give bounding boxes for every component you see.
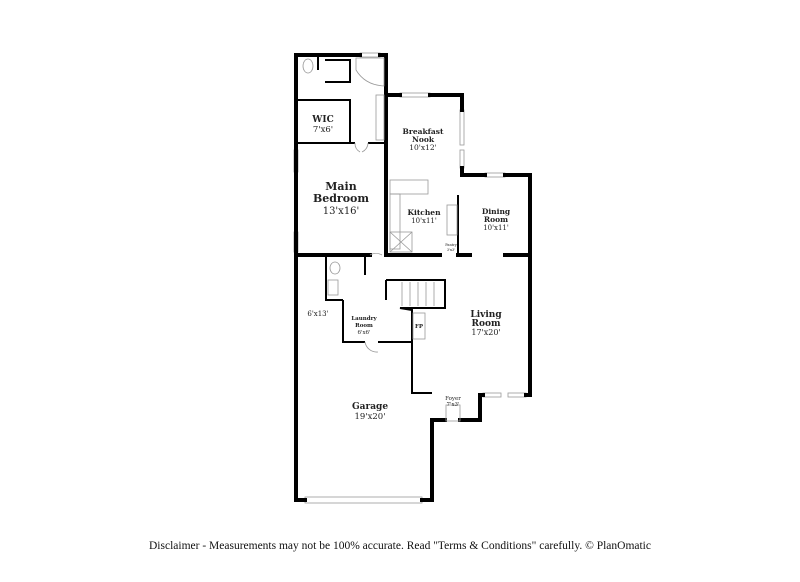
foyer-size: 7'x3' bbox=[446, 402, 459, 408]
vanity bbox=[375, 94, 385, 141]
fireplace-label: FP bbox=[415, 324, 423, 330]
main-bedroom-size: 13'x16' bbox=[323, 206, 360, 217]
main-bedroom-label-2: Bedroom bbox=[313, 192, 369, 205]
pantry-size: 3'x3' bbox=[447, 248, 455, 252]
dining-room-label: Dining bbox=[482, 207, 511, 216]
disclaimer-text: Disclaimer - Measurements may not be 100… bbox=[149, 540, 651, 552]
walls bbox=[294, 53, 532, 502]
breakfast-nook-label-2: Nook bbox=[412, 135, 435, 144]
foyer-door bbox=[445, 404, 461, 422]
kitchen-size: 10'x11' bbox=[411, 217, 437, 225]
breakfast-nook-label: Breakfast bbox=[403, 127, 444, 136]
living-room-label-2: Room bbox=[471, 319, 500, 329]
bathtub bbox=[355, 57, 385, 87]
laundry-room-size: 6'x6' bbox=[357, 330, 370, 336]
kitchen-counter bbox=[389, 179, 429, 195]
dining-room-label-2: Room bbox=[484, 215, 508, 224]
fixtures bbox=[302, 57, 461, 422]
stairs bbox=[401, 282, 435, 306]
pantry-label: Pantry bbox=[445, 243, 457, 247]
foyer-label: Foyer bbox=[445, 396, 461, 402]
living-room-label: Living bbox=[470, 310, 502, 320]
main-bedroom-label: Main bbox=[325, 180, 356, 193]
laundry-room-label: Laundry bbox=[351, 316, 377, 322]
fireplace bbox=[412, 312, 426, 340]
garage-label: Garage bbox=[352, 402, 388, 412]
laundry-room-label-2: Room bbox=[355, 323, 373, 329]
wic-label: WIC bbox=[311, 115, 333, 125]
dining-room-size: 10'x11' bbox=[483, 224, 509, 232]
living-room-size: 17'x20' bbox=[471, 328, 500, 337]
toilet bbox=[302, 58, 314, 74]
side-room-size: 6'x13' bbox=[307, 310, 328, 318]
garage-size: 19'x20' bbox=[354, 412, 385, 422]
breakfast-nook-size: 10'x12' bbox=[409, 143, 436, 152]
room-labels: WIC 7'x6' Main Bedroom 13'x16' Breakfast… bbox=[307, 115, 511, 422]
kitchen-label: Kitchen bbox=[407, 208, 441, 217]
wic-size: 7'x6' bbox=[313, 125, 333, 135]
stove bbox=[446, 204, 458, 236]
